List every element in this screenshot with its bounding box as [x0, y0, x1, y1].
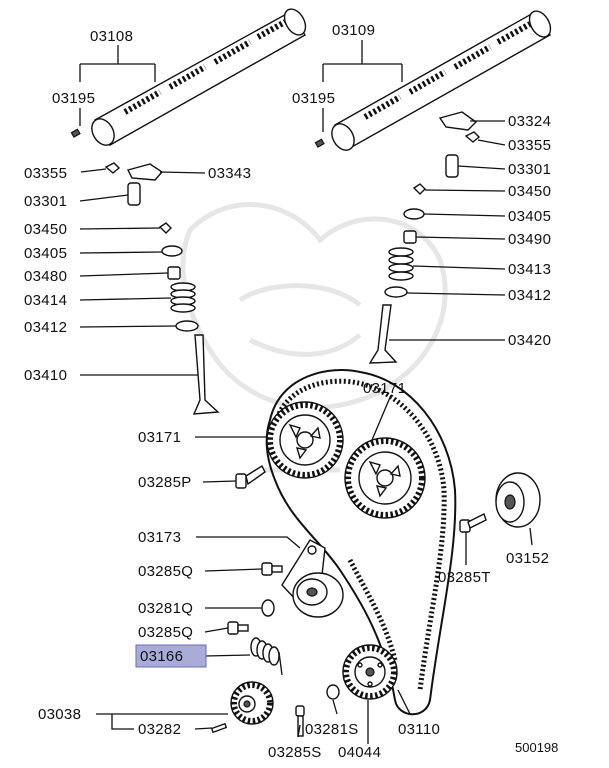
bolt-03285S [295, 705, 305, 737]
retainer-clip-right [412, 183, 426, 195]
label-03285Q-lower[interactable]: 03285Q [138, 624, 193, 641]
camshaft-left [91, 8, 307, 146]
washer-03281S [326, 684, 340, 700]
camshaft-pin-right [314, 138, 325, 148]
bolt-03285Q-upper [261, 562, 283, 576]
part-labels: 03108 03109 03195 03195 03324 03355 0335… [24, 22, 558, 761]
tensioner-pulley [292, 572, 344, 618]
label-03414[interactable]: 03414 [24, 292, 67, 309]
spring-seat-left [175, 320, 199, 332]
label-03109[interactable]: 03109 [332, 22, 375, 39]
label-03410[interactable]: 03410 [24, 367, 67, 384]
label-03355-right[interactable]: 03355 [508, 137, 551, 154]
label-03195-left[interactable]: 03195 [52, 90, 95, 107]
label-03343[interactable]: 03343 [208, 165, 251, 182]
spring-seat-right [384, 286, 408, 298]
label-03480[interactable]: 03480 [24, 268, 67, 285]
label-03038[interactable]: 03038 [38, 706, 81, 723]
label-03301-left[interactable]: 03301 [24, 193, 67, 210]
label-03281S[interactable]: 03281S [305, 721, 359, 738]
label-03285S[interactable]: 03285S [268, 744, 322, 761]
label-03490[interactable]: 03490 [508, 231, 551, 248]
timing-belt [265, 369, 457, 716]
lash-adjuster-right [445, 154, 459, 178]
label-03171-right[interactable]: 03171 [363, 380, 406, 397]
label-03282[interactable]: 03282 [138, 721, 181, 738]
label-03412-right[interactable]: 03412 [508, 287, 551, 304]
label-03405-right[interactable]: 03405 [508, 208, 551, 225]
pin-03282 [210, 722, 228, 734]
label-03412-left[interactable]: 03412 [24, 319, 67, 336]
label-03166[interactable]: 03166 [140, 648, 183, 665]
idler-pulley [495, 472, 541, 528]
label-03301-right[interactable]: 03301 [508, 161, 551, 178]
highlight-03166 [135, 644, 207, 668]
washer-03281Q [261, 599, 275, 617]
rocker-arm-left [126, 163, 164, 181]
label-03281Q[interactable]: 03281Q [138, 600, 193, 617]
label-03110[interactable]: 03110 [398, 721, 440, 738]
valve-seal-right [403, 230, 417, 244]
camshaft-sprocket-left [266, 401, 344, 479]
bolt-03285T [459, 513, 487, 533]
rocker-clip-right [464, 131, 481, 143]
lash-adjuster-left [127, 182, 141, 206]
leader-lines [79, 40, 533, 744]
tensioner-spring [250, 637, 283, 676]
label-03405-left[interactable]: 03405 [24, 245, 67, 262]
label-03285P[interactable]: 03285P [138, 474, 192, 491]
label-03355-left[interactable]: 03355 [24, 165, 67, 182]
diagram-number: 500198 [515, 740, 558, 755]
valve-spring-left [170, 282, 196, 313]
spring-retainer-left [161, 245, 183, 257]
label-03420[interactable]: 03420 [508, 332, 551, 349]
label-03450-left[interactable]: 03450 [24, 221, 67, 238]
label-04044[interactable]: 04044 [338, 744, 381, 761]
camshaft-sprocket-right [344, 437, 426, 519]
crankshaft-sprocket [342, 644, 398, 700]
label-03324[interactable]: 03324 [508, 113, 551, 130]
valve-left [192, 334, 220, 415]
retainer-clip-left [158, 222, 172, 234]
label-03173[interactable]: 03173 [138, 529, 181, 546]
bolt-03285P [235, 464, 266, 489]
label-03285Q-upper[interactable]: 03285Q [138, 563, 193, 580]
camshaft-right [331, 10, 552, 151]
rocker-arm-right [438, 111, 478, 131]
label-03285T[interactable]: 03285T [438, 569, 491, 586]
valve-spring-right [388, 247, 414, 281]
label-03171-left[interactable]: 03171 [138, 429, 181, 446]
bolt-03285Q-lower [227, 621, 249, 635]
spring-retainer-right [403, 208, 425, 220]
valve-seal-left [167, 266, 181, 280]
rocker-clip-left [104, 162, 121, 174]
valve-right [368, 304, 398, 364]
camshaft-pin-left [70, 128, 81, 138]
label-03152[interactable]: 03152 [506, 550, 549, 567]
label-03108[interactable]: 03108 [90, 28, 133, 45]
label-03450-right[interactable]: 03450 [508, 183, 551, 200]
label-03195-right[interactable]: 03195 [292, 90, 335, 107]
label-03413[interactable]: 03413 [508, 261, 551, 278]
balancer-sprocket [230, 681, 274, 725]
